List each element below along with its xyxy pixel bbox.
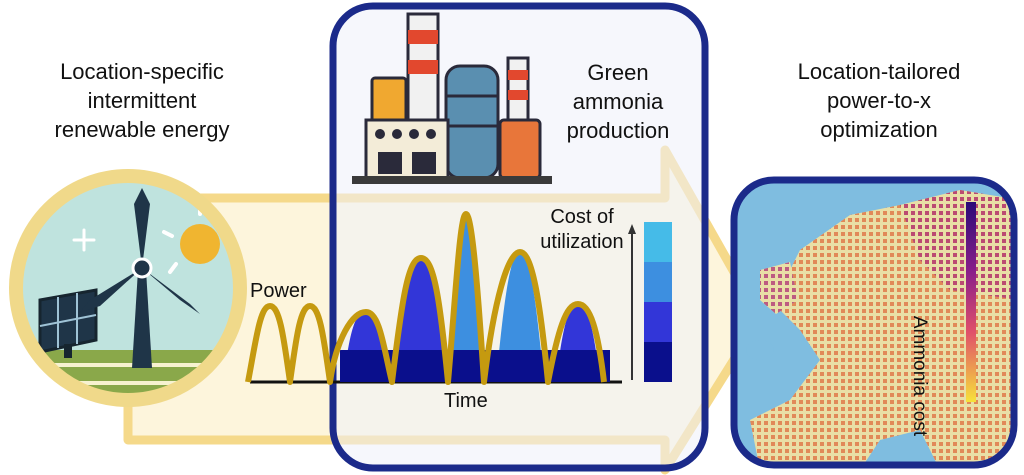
ammonia-cost-label: Ammonia cost xyxy=(909,315,930,437)
time-label: Time xyxy=(444,390,488,412)
cost-of-utilization-label: Cost of utilization xyxy=(540,206,624,253)
factory-icon xyxy=(352,12,552,184)
ammonia-production-label: Green ammonia production xyxy=(566,60,670,143)
solar-panel-icon xyxy=(38,288,98,358)
renewable-energy-label: Location-specific intermittent renewable… xyxy=(54,59,230,142)
europe-map-icon xyxy=(730,176,1018,469)
cost-level-bar xyxy=(644,222,672,382)
wind-turbine-icon xyxy=(80,188,200,368)
cost-fill-regions xyxy=(340,214,610,382)
power-curve xyxy=(245,211,607,385)
renewable-energy-icon xyxy=(9,169,247,407)
cost-arrow xyxy=(628,224,636,380)
map-colorbar xyxy=(966,202,976,402)
optimization-label: Location-tailored power-to-x optimizatio… xyxy=(797,59,961,142)
power-label: Power xyxy=(250,280,307,302)
